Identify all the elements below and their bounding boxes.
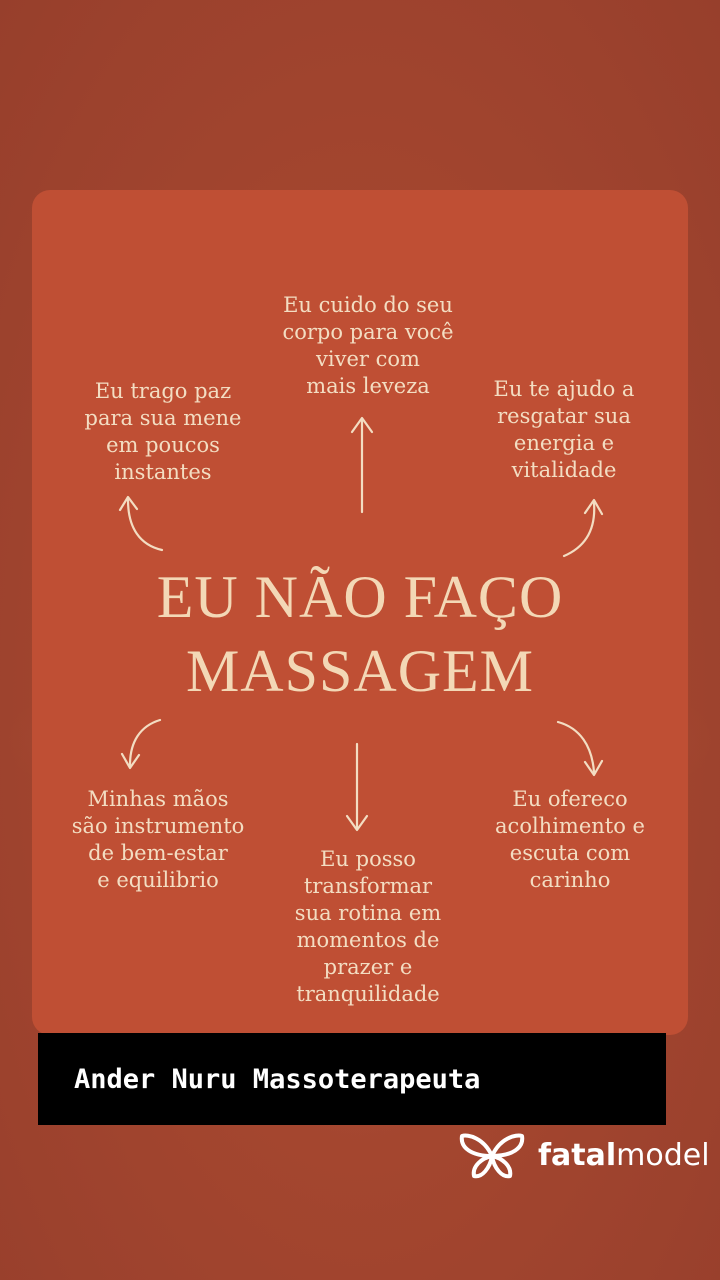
arrow-down-center-icon xyxy=(345,742,369,832)
arrow-curve-down-right-icon xyxy=(556,720,604,777)
text-top-right: Eu te ajudo a resgatar sua energia e vit… xyxy=(493,377,635,482)
brand-name: fatalmodel xyxy=(538,1138,710,1174)
arrow-curve-up-right-icon xyxy=(562,498,604,558)
fatalmodel-watermark: fatalmodel xyxy=(458,1128,710,1184)
text-bottom-left: Minhas mãos são instrumento de bem-estar… xyxy=(71,787,245,892)
arrow-up-center-icon xyxy=(350,416,374,514)
text-top-left: Eu trago paz para sua mene em poucos ins… xyxy=(84,379,242,484)
brand-name-bold: fatal xyxy=(538,1138,617,1173)
headline: EU NÃO FAÇO MASSAGEM xyxy=(156,564,564,704)
text-top-center: Eu cuido do seu corpo para você viver co… xyxy=(282,293,454,398)
text-bottom-right: Eu ofereco acolhimento e escuta com cari… xyxy=(495,787,645,892)
butterfly-icon xyxy=(459,1133,525,1179)
poster-card xyxy=(32,190,688,1035)
caption-bar xyxy=(38,1033,666,1125)
text-bottom-center: Eu posso transformar sua rotina em momen… xyxy=(294,847,442,1006)
caption-text: Ander Nuru Massoterapeuta xyxy=(74,1064,481,1095)
arrow-curve-up-left-icon xyxy=(118,495,164,552)
arrow-curve-down-left-icon xyxy=(120,718,162,770)
brand-name-regular: model xyxy=(616,1138,710,1173)
